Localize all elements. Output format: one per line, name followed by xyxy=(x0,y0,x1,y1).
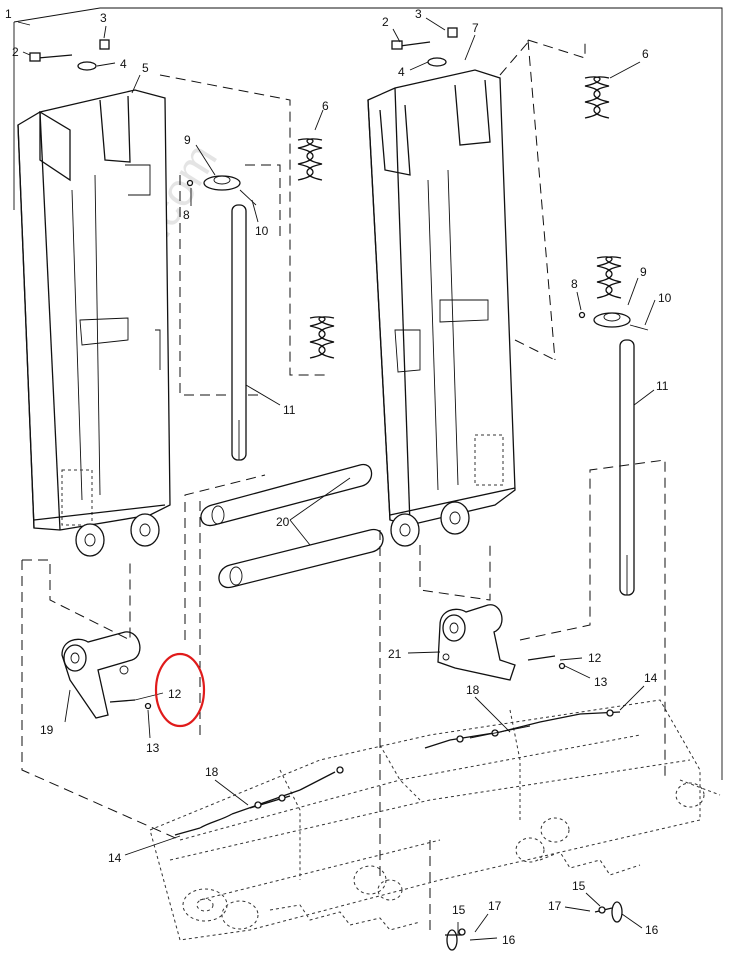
callout-18: 18 xyxy=(466,683,480,697)
callout-9: 9 xyxy=(184,133,191,147)
left-turnbuckle-chain xyxy=(174,766,344,836)
left-hinge-bracket xyxy=(61,631,141,719)
callout-8: 8 xyxy=(571,277,578,291)
callout-9: 9 xyxy=(640,265,647,279)
callout-16: 16 xyxy=(502,933,516,947)
callout-14: 14 xyxy=(644,671,658,685)
callout-11: 11 xyxy=(656,379,669,393)
right-hinge-bracket xyxy=(437,604,516,681)
callout-17: 17 xyxy=(548,899,562,913)
callout-4: 4 xyxy=(398,65,405,79)
callout-5: 5 xyxy=(142,61,149,75)
callout-15: 15 xyxy=(452,903,466,917)
callout-20: 20 xyxy=(276,515,290,529)
callout-17: 17 xyxy=(488,899,502,913)
callout-8: 8 xyxy=(183,208,190,222)
assembly-envelope xyxy=(13,7,723,780)
callout-2: 2 xyxy=(12,45,19,59)
left-spring-seat xyxy=(186,175,257,206)
right-column-assembly xyxy=(367,69,516,547)
lower-left-lockpin xyxy=(445,928,466,951)
right-rod xyxy=(619,339,635,596)
callout-4: 4 xyxy=(120,57,127,71)
callout-2: 2 xyxy=(382,15,389,29)
right-turnbuckle-chain xyxy=(424,709,621,749)
callout-6: 6 xyxy=(322,99,329,113)
callout-13: 13 xyxy=(146,741,160,755)
callout-21: 21 xyxy=(388,647,402,661)
highlight-circle xyxy=(154,652,206,728)
right-pin-hardware xyxy=(527,655,566,670)
callout-11: 11 xyxy=(283,403,296,417)
callout-16: 16 xyxy=(645,923,659,937)
left-spring-upper xyxy=(297,138,323,181)
lower-right-lockpin xyxy=(594,901,623,923)
callout-3: 3 xyxy=(100,11,107,25)
pin-lower xyxy=(218,528,384,589)
left-rod xyxy=(231,204,247,461)
right-spring-seat xyxy=(578,311,649,331)
callout-labels: 1 2 3 4 5 6 9 8 10 11 2 3 4 7 6 9 8 10 1… xyxy=(5,7,672,947)
callout-13: 13 xyxy=(594,675,608,689)
callout-6: 6 xyxy=(642,47,649,61)
callout-18: 18 xyxy=(205,765,219,779)
right-spring-guide-dashed xyxy=(499,39,586,361)
left-spring-lower xyxy=(309,316,335,359)
right-spring-upper xyxy=(584,76,610,119)
base-frame xyxy=(149,699,721,941)
left-pin-hardware xyxy=(109,699,152,710)
callout-1: 1 xyxy=(5,7,12,21)
left-column-assembly xyxy=(17,89,171,557)
callout-14: 14 xyxy=(108,851,122,865)
right-spring-lower xyxy=(596,256,622,299)
callout-10: 10 xyxy=(255,224,269,238)
right-bolt-hardware xyxy=(391,27,458,67)
callout-3: 3 xyxy=(415,7,422,21)
callout-7: 7 xyxy=(472,21,479,35)
callout-12-highlighted: 12 xyxy=(168,687,182,701)
callout-19: 19 xyxy=(40,723,54,737)
leader-lines xyxy=(17,17,656,941)
pin-upper xyxy=(200,463,373,527)
callout-12: 12 xyxy=(588,651,602,665)
callout-15: 15 xyxy=(572,879,586,893)
bracket-guide-dashed xyxy=(21,459,666,935)
callout-10: 10 xyxy=(658,291,672,305)
left-bolt-hardware xyxy=(29,39,110,71)
